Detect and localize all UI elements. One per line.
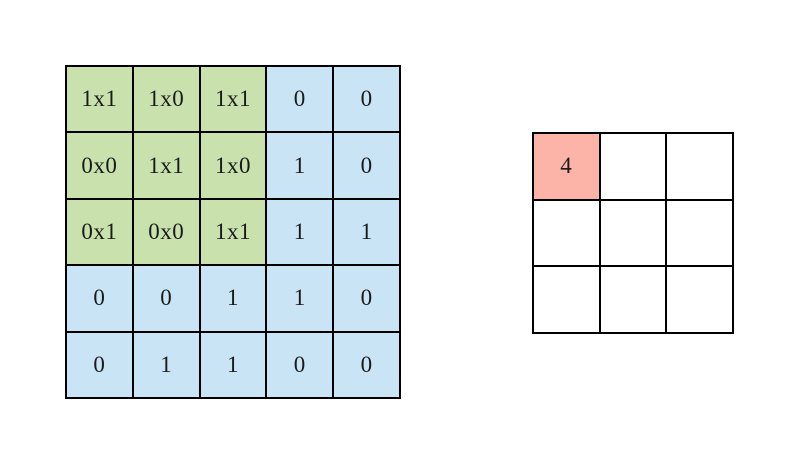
output-cell-r0c1 — [599, 133, 666, 200]
input-cell-r2c3: 1 — [266, 198, 334, 266]
input-cell-r4c3: 0 — [266, 331, 334, 398]
input-cell-r1c0: 0x0 — [66, 132, 133, 199]
input-cell-r2c2: 1x1 — [199, 198, 267, 266]
input-cell-r3c2: 1 — [199, 265, 267, 332]
input-cell-r2c1: 0x0 — [132, 198, 200, 266]
input-cell-r2c4: 1 — [333, 198, 400, 266]
input-cell-r3c0: 0 — [66, 265, 133, 332]
output-cell-r0c0: 4 — [533, 133, 600, 200]
input-cell-r1c3: 1 — [266, 132, 334, 199]
input-cell-r0c2: 1x1 — [199, 66, 267, 133]
input-cell-r3c4: 0 — [333, 265, 400, 332]
input-cell-r0c3: 0 — [266, 66, 334, 133]
output-cell-r1c2 — [666, 199, 733, 266]
output-cell-r1c1 — [599, 199, 666, 266]
input-cell-r1c1: 1x1 — [132, 132, 200, 199]
input-cell-r4c2: 1 — [199, 331, 267, 398]
input-cell-r3c3: 1 — [266, 265, 334, 332]
input-cell-r1c2: 1x0 — [199, 132, 267, 199]
input-cell-r4c4: 0 — [333, 331, 400, 398]
output-matrix-grid: 4 — [532, 132, 734, 334]
output-cell-r2c2 — [666, 266, 733, 333]
input-cell-r3c1: 0 — [132, 265, 200, 332]
output-cell-r0c2 — [666, 133, 733, 200]
input-cell-r4c0: 0 — [66, 331, 133, 398]
output-cell-r1c0 — [533, 199, 600, 266]
input-cell-r0c1: 1x0 — [132, 66, 200, 133]
input-cell-r2c0: 0x1 — [66, 198, 133, 266]
input-cell-r1c4: 0 — [333, 132, 400, 199]
input-cell-r0c4: 0 — [333, 66, 400, 133]
input-cell-r4c1: 1 — [132, 331, 200, 398]
output-cell-r2c0 — [533, 266, 600, 333]
output-cell-r2c1 — [599, 266, 666, 333]
input-cell-r0c0: 1x1 — [66, 66, 133, 133]
